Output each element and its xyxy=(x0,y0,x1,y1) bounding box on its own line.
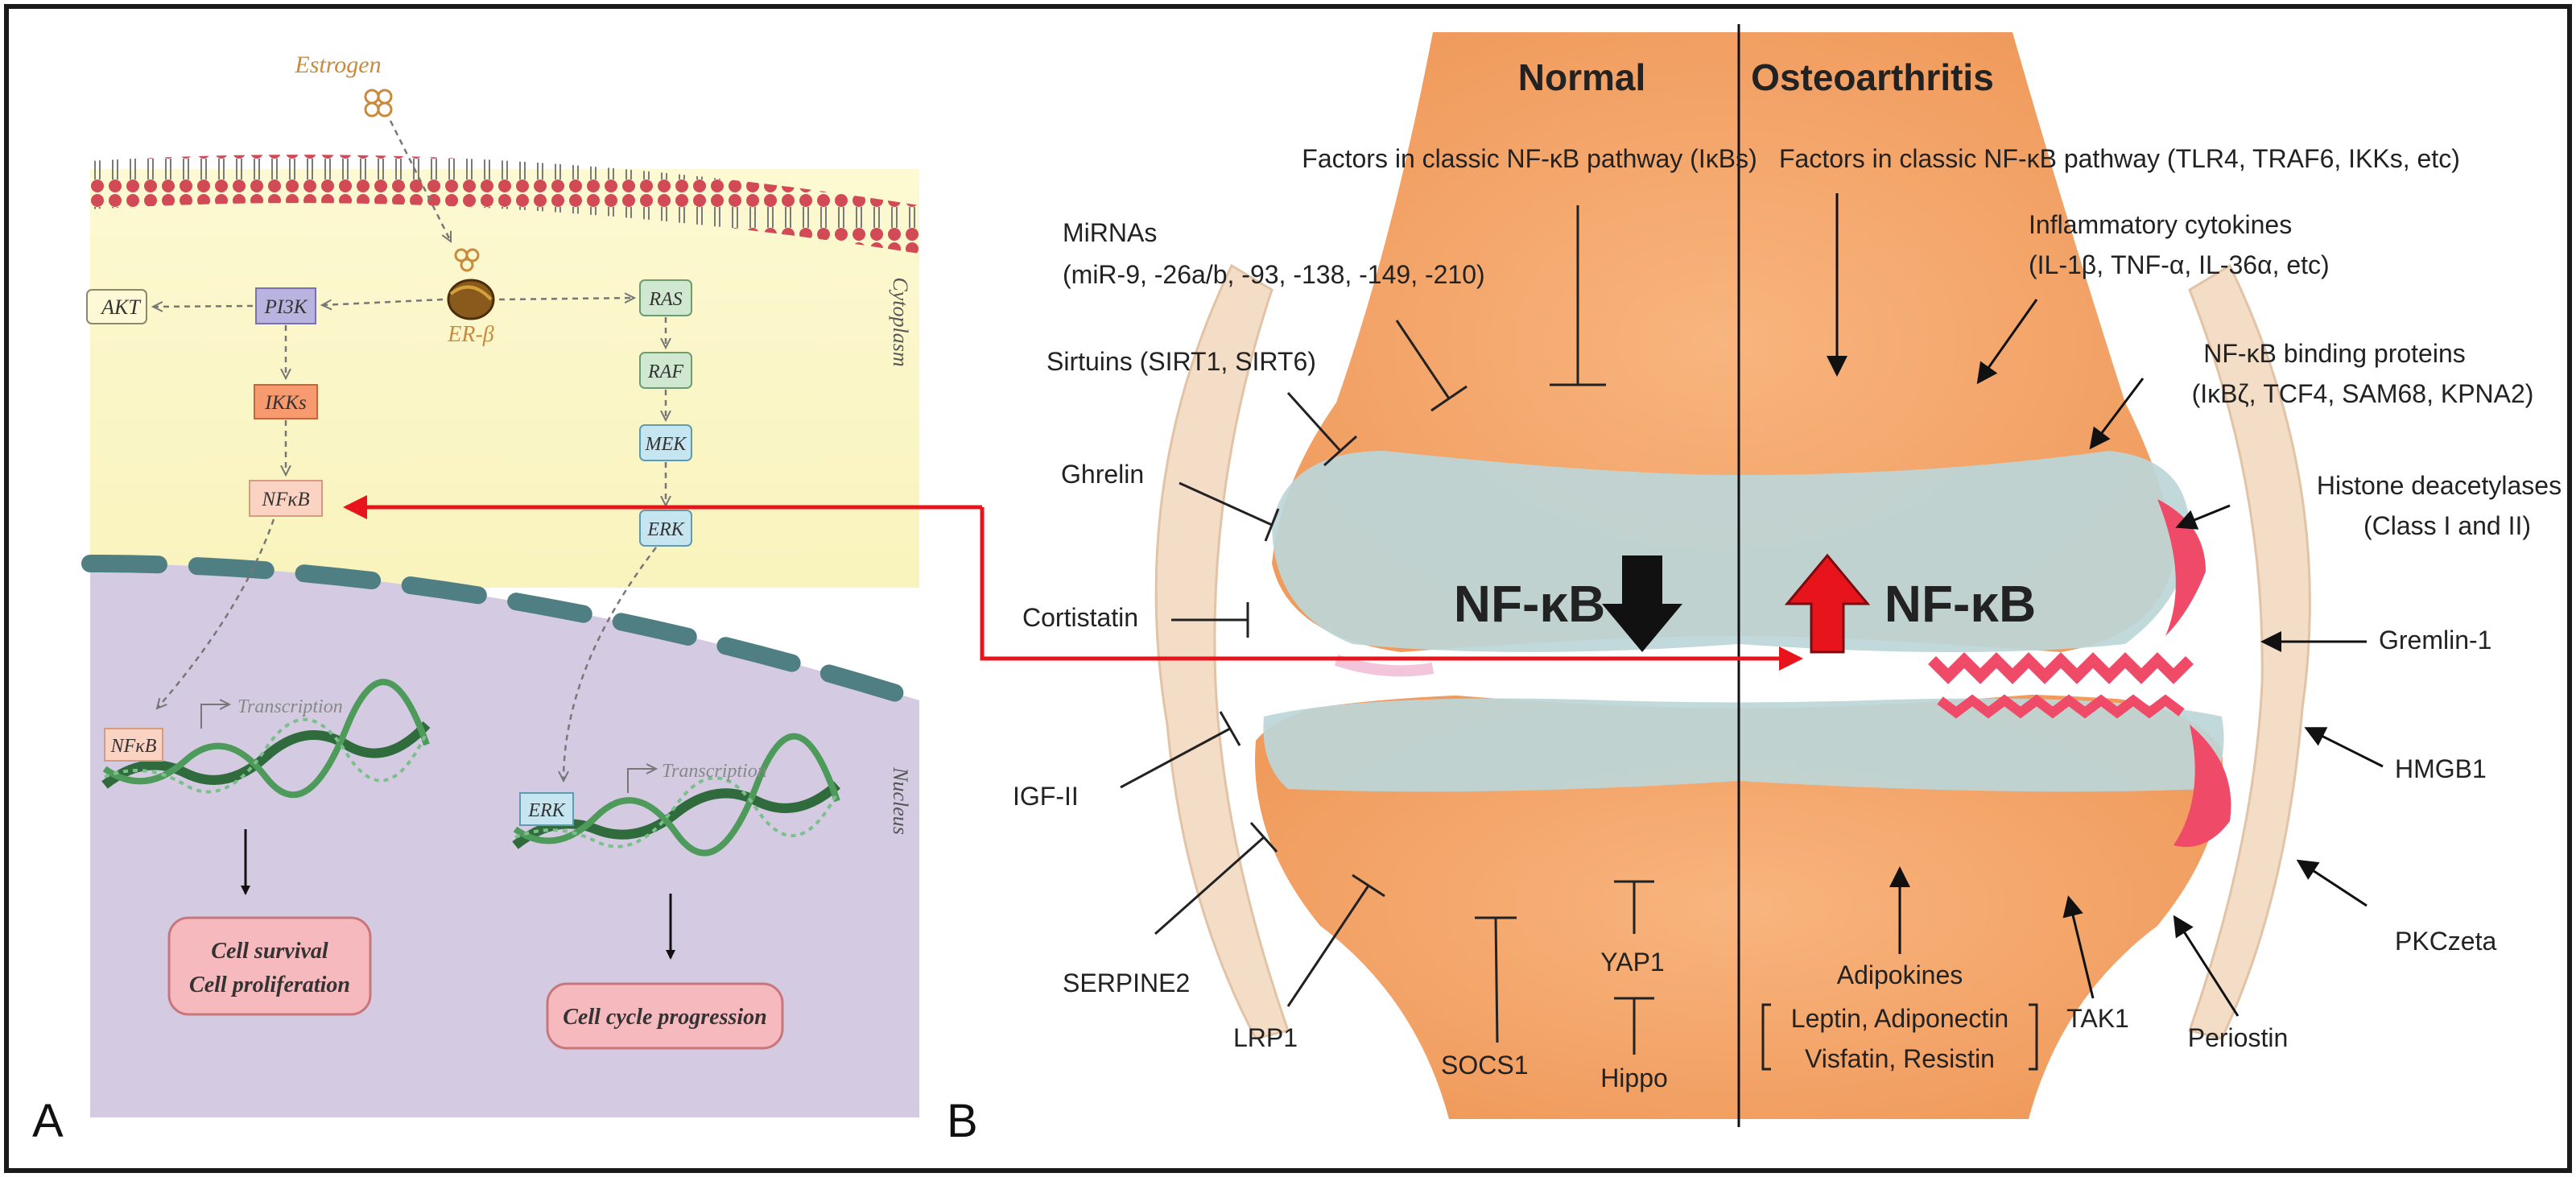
panel-b-letter: B xyxy=(947,1095,978,1147)
panel-b: Normal Osteoarthritis NF-κB NF-κB Factor… xyxy=(947,24,2562,1147)
pi3k-label: PI3K xyxy=(264,296,308,318)
label-classic-ikbs: Factors in classic NF-κB pathway (IκBs) xyxy=(1302,144,1757,173)
label-adipokines-line1: Adipokines xyxy=(1837,960,1963,989)
transcription-arrow-left-icon xyxy=(200,704,229,729)
header-osteoarthritis: Osteoarthritis xyxy=(1751,56,1994,98)
er-beta-receptor-icon xyxy=(447,248,495,320)
ikks-label: IKKs xyxy=(264,392,306,414)
normal-inhibitor-labels: Factors in classic NF-κB pathway (IκBs) … xyxy=(1013,144,1757,1092)
erk-box xyxy=(639,510,692,547)
label-hdac-line1: Histone deacetylases xyxy=(2317,471,2562,500)
label-cortistatin: Cortistatin xyxy=(1022,603,1138,632)
ikks-box xyxy=(254,384,318,419)
label-sirtuins: Sirtuins (SIRT1, SIRT6) xyxy=(1046,347,1316,376)
label-lrp1: LRP1 xyxy=(1233,1023,1298,1052)
nfkb-normal-label: NF-κB xyxy=(1454,575,1606,633)
mek-box xyxy=(639,424,692,461)
label-hdac-line2: (Class I and II) xyxy=(2363,511,2531,540)
panel-a-letter: A xyxy=(32,1095,64,1147)
raf-box xyxy=(639,352,692,389)
header-normal: Normal xyxy=(1518,56,1645,98)
akt-box xyxy=(86,289,147,324)
ras-label: RAS xyxy=(648,289,682,310)
transcription-label-left: Transcription xyxy=(237,696,343,717)
label-periostin: Periostin xyxy=(2188,1023,2289,1052)
nfkb-nuclear-label: NFκB xyxy=(110,736,157,757)
akt-label: AKT xyxy=(100,295,141,319)
outcome-box-right xyxy=(546,982,784,1050)
label-mirnas-line1: MiRNAs xyxy=(1063,218,1157,247)
adipokine-bracket-left xyxy=(1761,1003,1771,1071)
cell-membrane xyxy=(90,155,919,254)
label-socs1: SOCS1 xyxy=(1441,1051,1528,1080)
nfkb-up-arrow-icon xyxy=(1784,553,1871,654)
label-gremlin: Gremlin-1 xyxy=(2379,626,2491,655)
adipokine-bracket-right xyxy=(2029,1003,2038,1071)
pi3k-box xyxy=(255,287,316,324)
nfkb-connector xyxy=(343,495,1803,671)
erk-nuclear-label: ERK xyxy=(527,800,566,821)
nfkb-oa-label: NF-κB xyxy=(1885,575,2037,633)
label-ghrelin: Ghrelin xyxy=(1061,460,1144,489)
dna-helix-left xyxy=(101,679,431,799)
label-adipokines-line3: Visfatin, Resistin xyxy=(1805,1044,1995,1073)
outcome-left-line2: Cell proliferation xyxy=(189,973,350,997)
panel-a: Estrogen ER-β Cytoplasm Nucleus AKT PI3K… xyxy=(32,52,928,1147)
erk-nuclear-box xyxy=(519,792,574,826)
outcome-right-label: Cell cycle progression xyxy=(563,1005,767,1030)
label-hippo: Hippo xyxy=(1600,1063,1668,1092)
estrogen-molecule-icon xyxy=(364,89,393,118)
ras-box xyxy=(639,279,692,316)
activation-arrows xyxy=(1827,193,2384,1017)
inhibition-lines xyxy=(1120,205,1654,1055)
estrogen-arrow xyxy=(389,120,452,242)
label-tak1: TAK1 xyxy=(2066,1004,2129,1033)
label-adipokines-line2: Leptin, Adiponectin xyxy=(1791,1004,2008,1033)
label-classic-tlr4: Factors in classic NF-κB pathway (TLR4, … xyxy=(1779,144,2460,173)
nfkb-down-arrow-icon xyxy=(1602,555,1682,652)
label-mirnas-line2: (miR-9, -26a/b, -93, -138, -149, -210) xyxy=(1063,260,1485,289)
cytoplasm-label: Cytoplasm xyxy=(889,277,912,366)
cytoplasm-region xyxy=(90,169,919,588)
mek-label: MEK xyxy=(645,434,688,455)
nucleus-label: Nucleus xyxy=(889,766,912,835)
pathway-arrows xyxy=(153,298,666,781)
erk-label: ERK xyxy=(646,519,685,540)
nfkb-nuclear-box xyxy=(104,728,163,762)
raf-label: RAF xyxy=(647,361,683,382)
outcome-left-line1: Cell survival xyxy=(211,939,328,964)
label-binding-line2: (IκBζ, TCF4, SAM68, KPNA2) xyxy=(2192,379,2534,408)
label-serpine2: SERPINE2 xyxy=(1063,968,1190,997)
label-cytokines-line2: (IL-1β, TNF-α, IL-36α, etc) xyxy=(2029,250,2330,279)
label-igf2: IGF-II xyxy=(1013,782,1079,811)
label-pkczeta: PKCzeta xyxy=(2395,927,2496,956)
nfkb-cyto-label: NFκB xyxy=(261,489,309,510)
label-binding-line1: NF-κB binding proteins xyxy=(2203,339,2465,368)
transcription-label-right: Transcription xyxy=(662,761,767,782)
label-cytokines-line1: Inflammatory cytokines xyxy=(2029,210,2292,239)
label-yap1: YAP1 xyxy=(1600,948,1664,977)
er-beta-label: ER-β xyxy=(447,322,494,347)
nuclear-envelope xyxy=(81,555,928,709)
oa-activator-labels: Factors in classic NF-κB pathway (TLR4, … xyxy=(1779,144,2562,1073)
outcome-box-left xyxy=(167,916,372,1016)
transcription-arrow-right-icon xyxy=(627,769,656,793)
label-hmgb1: HMGB1 xyxy=(2395,754,2487,783)
estrogen-label: Estrogen xyxy=(294,52,381,78)
nfkb-cyto-box xyxy=(249,480,323,517)
